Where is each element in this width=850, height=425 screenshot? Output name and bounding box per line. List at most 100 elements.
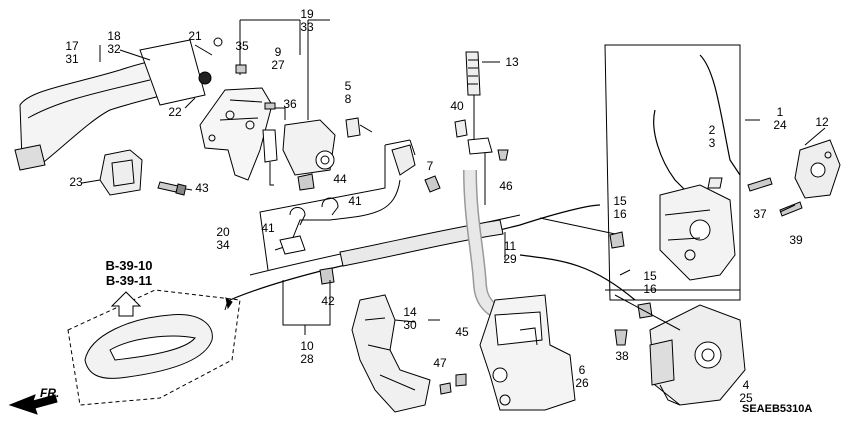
callout-42: 42 xyxy=(318,295,338,308)
callout-number: 31 xyxy=(65,52,79,66)
callout-number: 15 xyxy=(643,269,657,283)
callout-number: 8 xyxy=(344,92,352,106)
callout-35: 35 xyxy=(232,40,252,53)
callout-number: 27 xyxy=(271,58,285,72)
bolt-43-part xyxy=(157,181,193,196)
callout-number: 46 xyxy=(499,179,513,193)
callout-47: 47 xyxy=(430,357,450,370)
callout-number: 38 xyxy=(615,349,629,363)
outside-handle-part xyxy=(14,37,223,171)
callout-1-24: 1 24 xyxy=(770,106,790,132)
striker-part xyxy=(794,127,841,199)
callout-number: 15 xyxy=(613,194,627,208)
callout-number: 23 xyxy=(69,175,83,189)
callout-number: 42 xyxy=(321,294,335,308)
callout-7: 7 xyxy=(420,160,440,173)
callout-number: 7 xyxy=(426,159,434,173)
reference-line-1[interactable]: B-39-10 xyxy=(105,258,153,273)
callout-20-34: 20 34 xyxy=(213,226,233,252)
callout-13: 13 xyxy=(502,56,522,69)
door-lock-actuator-part xyxy=(649,304,746,406)
rod-13-part xyxy=(454,51,509,161)
callout-number: 35 xyxy=(235,39,249,53)
latch-housing-part xyxy=(479,294,576,411)
callout-number: 19 xyxy=(300,7,314,21)
callout-6-26: 6 26 xyxy=(572,364,592,390)
callout-43: 43 xyxy=(192,182,212,195)
callout-number: 13 xyxy=(505,55,519,69)
diagram-code: SEAEB5310A xyxy=(742,403,813,415)
inner-handle-part xyxy=(67,289,241,406)
callout-number: 2 xyxy=(708,123,716,137)
callout-37: 37 xyxy=(750,208,770,221)
callout-number: 9 xyxy=(274,45,282,59)
callout-number: 26 xyxy=(575,376,589,390)
reference-line-2[interactable]: B-39-11 xyxy=(105,273,153,288)
callout-number: 39 xyxy=(789,233,803,247)
callout-39: 39 xyxy=(786,234,806,247)
callout-11-29: 11 29 xyxy=(500,240,520,266)
callout-number: 40 xyxy=(450,99,464,113)
callout-number: 47 xyxy=(433,356,447,370)
callout-45: 45 xyxy=(452,326,472,339)
callout-number: 12 xyxy=(815,115,829,129)
callout-number: 41 xyxy=(348,194,362,208)
callout-number: 6 xyxy=(578,363,586,377)
callout-number: 28 xyxy=(300,352,314,366)
callout-number: 16 xyxy=(643,282,657,296)
callout-17-31: 17 31 xyxy=(62,40,82,66)
callout-number: 36 xyxy=(283,97,297,111)
callout-number: 44 xyxy=(333,172,347,186)
callout-number: 41 xyxy=(261,221,275,235)
callout-19-33: 19 33 xyxy=(297,8,317,34)
callout-18-32: 18 32 xyxy=(104,30,124,56)
callout-number: 37 xyxy=(753,207,767,221)
callout-number: 34 xyxy=(216,238,230,252)
callout-46: 46 xyxy=(496,180,516,193)
callout-15-16-lower: 15 16 xyxy=(640,270,660,296)
callout-10-28: 10 28 xyxy=(297,340,317,366)
callout-36: 36 xyxy=(280,98,300,111)
callout-number: 33 xyxy=(300,20,314,34)
inner-handle-cable-part xyxy=(224,204,601,335)
callout-38: 38 xyxy=(612,350,632,363)
callout-4-25: 4 25 xyxy=(736,379,756,405)
callout-number: 16 xyxy=(613,207,627,221)
callout-number: 30 xyxy=(403,318,417,332)
callout-number: 18 xyxy=(107,29,121,43)
callout-22: 22 xyxy=(165,106,185,119)
key-cylinder-part xyxy=(262,107,336,191)
handle-bracket-part xyxy=(199,19,330,181)
callout-23: 23 xyxy=(66,176,86,189)
callout-number: 22 xyxy=(168,105,182,119)
reference-label[interactable]: B-39-10 B-39-11 xyxy=(98,258,160,288)
callout-number: 24 xyxy=(773,118,787,132)
callout-number: 21 xyxy=(188,29,202,43)
callout-2-3: 2 3 xyxy=(702,124,722,150)
door-latch-part xyxy=(604,44,741,301)
callout-5-8: 5 8 xyxy=(338,80,358,106)
callout-number: 32 xyxy=(107,42,121,56)
callout-number: 3 xyxy=(708,136,716,150)
callout-number: 25 xyxy=(739,391,753,405)
callout-40: 40 xyxy=(447,100,467,113)
callout-21: 21 xyxy=(185,30,205,43)
callout-41-lower: 41 xyxy=(258,222,278,235)
callout-44: 44 xyxy=(330,173,350,186)
callout-12: 12 xyxy=(812,116,832,129)
callout-number: 43 xyxy=(195,181,209,195)
callout-9-27: 9 27 xyxy=(268,46,288,72)
handle-gasket-part xyxy=(81,149,143,196)
latch-cover-part xyxy=(351,294,431,413)
callout-number: 29 xyxy=(503,252,517,266)
callout-15-16-upper: 15 16 xyxy=(610,195,630,221)
lock-rod-part xyxy=(259,139,441,271)
callout-41-upper: 41 xyxy=(345,195,365,208)
callout-number: 4 xyxy=(742,378,750,392)
callout-number: 45 xyxy=(455,325,469,339)
callout-number: 1 xyxy=(776,105,784,119)
callout-number: 11 xyxy=(503,239,517,253)
front-direction-label: FR. xyxy=(40,386,60,400)
callout-14-30: 14 30 xyxy=(400,306,420,332)
